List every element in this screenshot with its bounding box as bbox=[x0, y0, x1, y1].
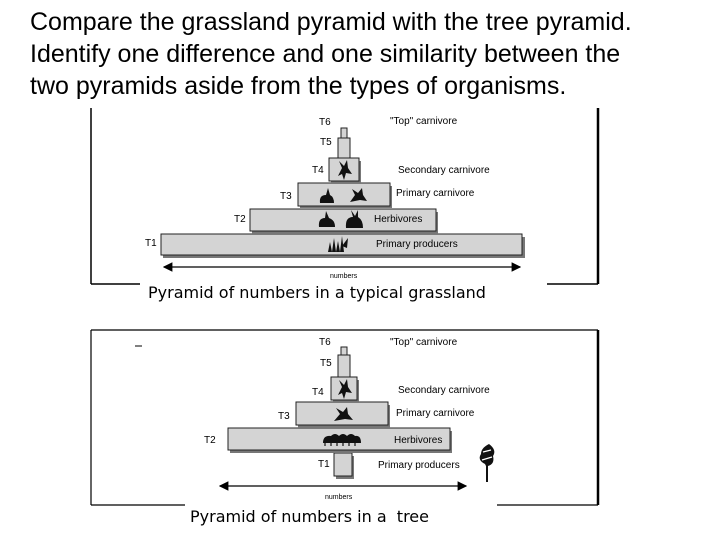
grassland-label-primary-carnivore: Primary carnivore bbox=[396, 188, 475, 199]
tree-bar-t6 bbox=[340, 346, 348, 356]
bird-icon bbox=[338, 160, 352, 180]
tree-caption: Pyramid of numbers in a tree bbox=[190, 507, 429, 526]
rabbit-icon bbox=[345, 210, 363, 228]
question-line-3: two pyramids aside from the types of org… bbox=[30, 72, 567, 100]
tree-bar-t5 bbox=[337, 354, 351, 378]
grassland-tier-t3: T3 bbox=[280, 191, 292, 202]
question-line-1: Compare the grassland pyramid with the t… bbox=[30, 8, 632, 36]
question-line-2: Identify one difference and one similari… bbox=[30, 40, 621, 68]
grassland-tier-t5: T5 bbox=[320, 137, 332, 148]
grassland-label-secondary-carnivore: Secondary carnivore bbox=[398, 165, 490, 176]
grassland-bar-t5 bbox=[337, 137, 351, 159]
grassland-tier-t1: T1 bbox=[145, 238, 157, 249]
bird-icon bbox=[334, 407, 353, 421]
rabbit-icon bbox=[318, 211, 335, 227]
tree-label-primary-carnivore: Primary carnivore bbox=[396, 408, 475, 419]
grass-icon bbox=[328, 236, 348, 252]
tree-tier-t3: T3 bbox=[278, 411, 290, 422]
tree-icon bbox=[479, 444, 495, 482]
grassland-bar-t6 bbox=[340, 127, 348, 139]
tree-pyramid: T6 T5 T4 T3 T2 T1 "Top" carnivore Second… bbox=[90, 329, 600, 526]
tree-label-herbivores: Herbivores bbox=[394, 435, 442, 446]
caterpillar-icon bbox=[323, 434, 361, 446]
grassland-bar-t3 bbox=[297, 182, 392, 208]
tree-label-primary-producers: Primary producers bbox=[378, 460, 460, 471]
grassland-tier-t6: T6 bbox=[319, 117, 331, 128]
grassland-pyramid: T6 T5 T4 T3 T2 T1 "Top" carnivore Second… bbox=[90, 108, 600, 302]
tree-tier-t2: T2 bbox=[204, 435, 216, 446]
grassland-label-herbivores: Herbivores bbox=[374, 214, 422, 225]
tree-tier-t4: T4 bbox=[312, 387, 324, 398]
tree-label-secondary-carnivore: Secondary carnivore bbox=[398, 385, 490, 396]
bird-icon bbox=[350, 188, 367, 202]
grassland-caption: Pyramid of numbers in a typical grasslan… bbox=[148, 283, 486, 302]
rabbit-icon bbox=[319, 188, 334, 203]
question-text: Compare the grassland pyramid with the t… bbox=[30, 6, 710, 102]
tree-tier-t6: T6 bbox=[319, 337, 331, 348]
grassland-axis-label: numbers bbox=[330, 273, 358, 280]
grassland-label-top-carnivore: "Top" carnivore bbox=[390, 116, 458, 127]
tree-label-top-carnivore: "Top" carnivore bbox=[390, 337, 458, 348]
grassland-bar-t2 bbox=[249, 208, 438, 234]
bird-icon bbox=[338, 379, 352, 399]
tree-tier-t1: T1 bbox=[318, 459, 330, 470]
grassland-tier-t4: T4 bbox=[312, 165, 324, 176]
tree-tier-t5: T5 bbox=[320, 358, 332, 369]
tree-axis-label: numbers bbox=[325, 494, 353, 501]
tree-bar-t1 bbox=[333, 452, 354, 479]
grassland-label-primary-producers: Primary producers bbox=[376, 239, 458, 250]
grassland-tier-t2: T2 bbox=[234, 214, 246, 225]
